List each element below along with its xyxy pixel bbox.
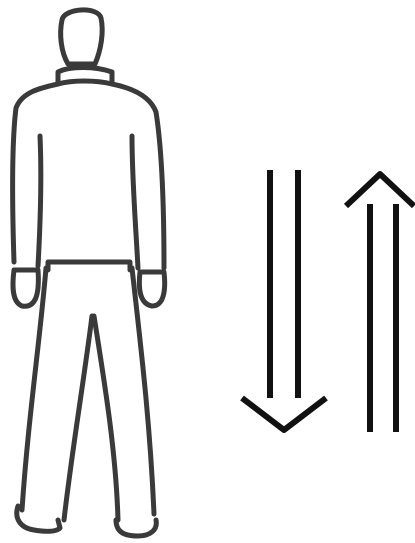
standing-person-back-view-icon bbox=[13, 10, 165, 536]
double-line-arrow-down-icon bbox=[242, 170, 326, 430]
person-right-shoe bbox=[116, 520, 156, 536]
arrow-up-head bbox=[346, 174, 414, 206]
person-right-hand bbox=[139, 272, 164, 306]
double-line-arrow-up-icon bbox=[346, 174, 414, 432]
person-waist bbox=[48, 262, 130, 270]
person-head bbox=[61, 10, 103, 64]
person-inner-legs bbox=[64, 316, 118, 520]
arrow-down-head bbox=[242, 398, 326, 430]
person-right-arm-inner bbox=[132, 136, 138, 268]
person-collar bbox=[58, 68, 112, 85]
person-left-hand bbox=[13, 270, 38, 306]
person-left-arm-inner bbox=[38, 136, 41, 266]
person-torso bbox=[13, 84, 164, 268]
